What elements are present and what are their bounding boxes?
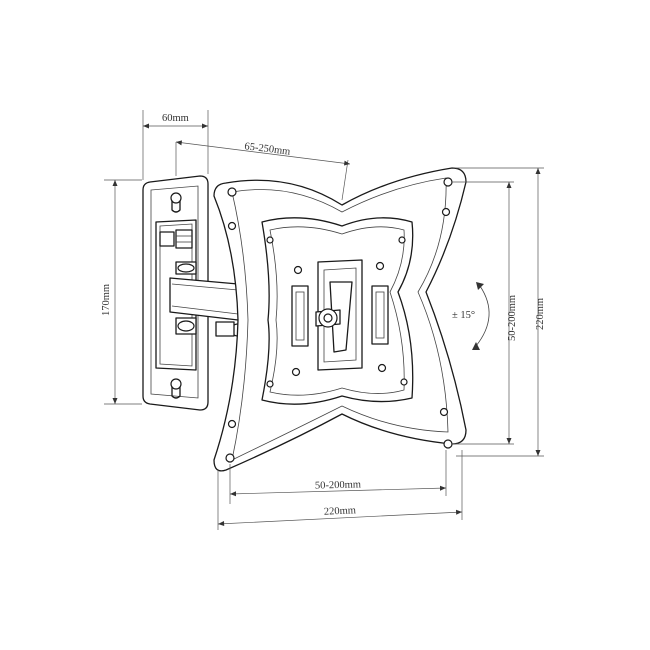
- label-vesa-vertical: 50-200mm: [507, 295, 518, 341]
- dimension-arm-extension: [175, 140, 351, 201]
- vesa-hole: [266, 236, 274, 244]
- tilt-knob: [315, 308, 341, 328]
- label-vesa-horizontal: 50-200mm: [315, 479, 361, 491]
- slot-right: [371, 285, 389, 345]
- label-plate-width: 220mm: [324, 505, 357, 518]
- keyhole-slot-bottom: [170, 378, 182, 399]
- rotation-arrow: [475, 285, 490, 347]
- mount-hole: [443, 439, 453, 449]
- wall-plate: [142, 175, 209, 411]
- pivot-bolt: [175, 261, 197, 335]
- dimension-wall-plate-width: [142, 110, 209, 180]
- mount-hole: [439, 407, 449, 417]
- dimension-plate-height: [456, 167, 544, 457]
- mount-hole: [227, 221, 237, 231]
- label-plate-height: 220mm: [535, 298, 546, 330]
- label-arm-extension: 65-250mm: [244, 141, 291, 158]
- label-wall-plate-height: 170mm: [101, 284, 112, 316]
- pivot-clip-top: [159, 229, 193, 249]
- dimension-vesa-vertical: [452, 181, 514, 445]
- keyhole-slot-top: [170, 192, 182, 213]
- vesa-hole: [266, 380, 274, 388]
- vesa-hole: [375, 261, 385, 271]
- vesa-hole: [291, 367, 301, 377]
- mount-hole: [443, 177, 453, 187]
- mount-hole: [441, 207, 451, 217]
- slot-left: [291, 285, 309, 347]
- mount-hole: [227, 419, 237, 429]
- label-tilt-angle: ± 15°: [452, 310, 475, 321]
- vesa-hole: [293, 265, 303, 275]
- dimension-plate-width: [217, 450, 463, 530]
- vesa-hole: [398, 236, 406, 244]
- label-wall-plate-width: 60mm: [162, 113, 189, 124]
- tv-mounting-plate: [213, 167, 490, 472]
- dimension-vesa-horizontal: [229, 450, 447, 504]
- vesa-hole: [377, 363, 387, 373]
- dimension-wall-plate-height: [104, 179, 142, 405]
- mount-hole: [227, 187, 237, 197]
- vesa-hole: [400, 378, 408, 386]
- mount-hole: [225, 453, 235, 463]
